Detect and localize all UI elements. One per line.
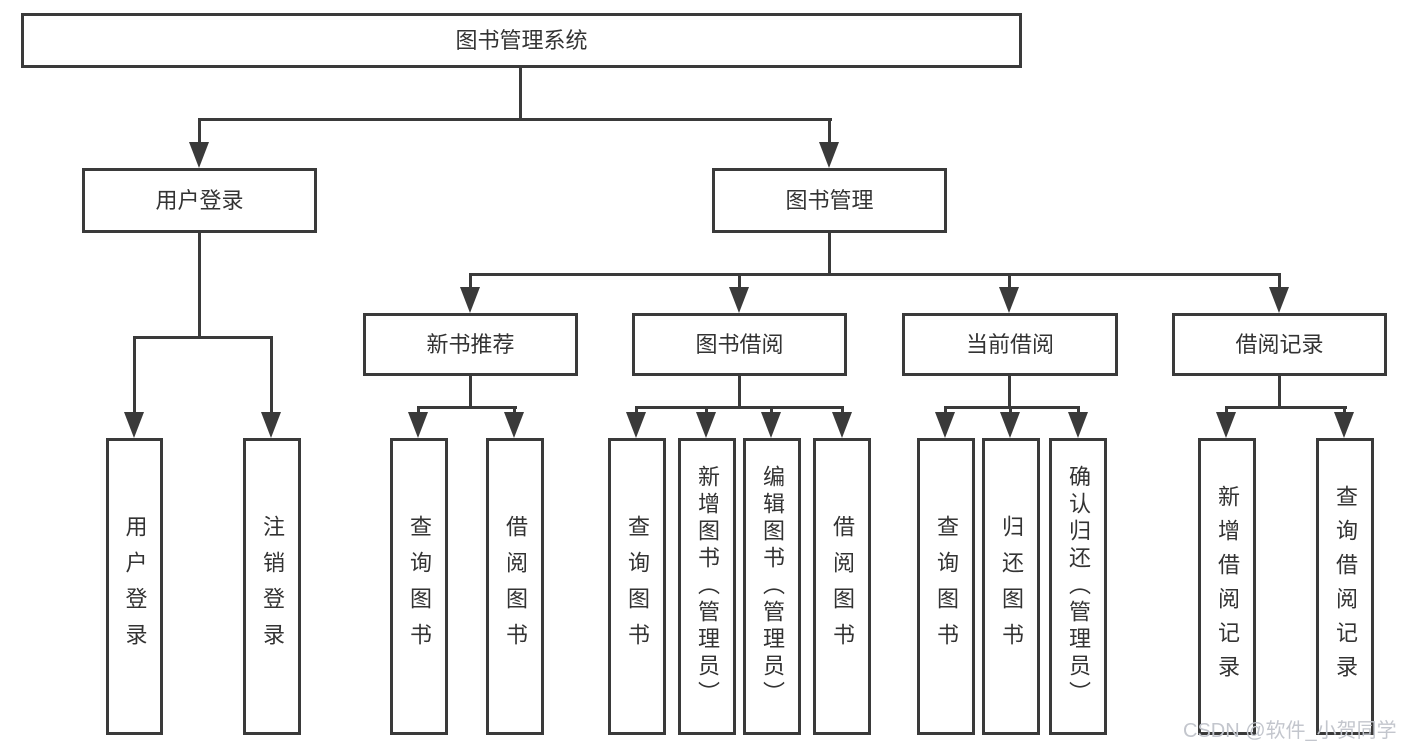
arrowhead-to-leaf [124, 412, 144, 438]
connector-leaf-shaft [1009, 406, 1012, 416]
leaf-recommend-query-books-label: 查询图书 [407, 514, 432, 659]
connector-user-login-rail [133, 336, 273, 339]
leaf-recommend-borrow-books-label: 借阅图书 [503, 514, 528, 659]
connector-book-mgmt-stem [828, 233, 831, 276]
arrowhead-to-leaf [1334, 412, 1354, 438]
node-user-login: 用户登录 [82, 168, 317, 233]
connector-user-login-stem [198, 233, 201, 338]
leaf-edit-books-admin: 编辑图书（管理员） [743, 438, 801, 735]
connector-leaf-shaft [944, 406, 947, 416]
leaf-add-borrow-record-label: 新增借阅记录 [1215, 484, 1240, 689]
leaf-query-borrow-record: 查询借阅记录 [1316, 438, 1374, 735]
connector-leaf-shaft [270, 336, 273, 416]
arrowhead-to-leaf [504, 412, 524, 438]
connector-level2-rail [198, 118, 832, 121]
arrowhead-to-leaf [761, 412, 781, 438]
node-book-borrow: 图书借阅 [632, 313, 847, 376]
connector-group-shaft [1278, 273, 1281, 291]
arrowhead-to-borrow-records [1269, 287, 1289, 313]
leaf-add-books-admin: 新增图书（管理员） [678, 438, 736, 735]
connector-group-shaft [1008, 273, 1011, 291]
leaf-edit-books-admin-label: 编辑图书（管理员） [760, 465, 785, 708]
leaf-recommend-borrow-books: 借阅图书 [486, 438, 544, 735]
connector-records-stem [1278, 376, 1281, 408]
csdn-watermark: CSDN @软件_小贺同学 [1183, 720, 1397, 742]
connector-leaf-shaft [1225, 406, 1228, 416]
arrowhead-to-leaf [1216, 412, 1236, 438]
arrowhead-to-book-borrow [729, 287, 749, 313]
connector-leaf-shaft [513, 406, 516, 416]
connector-borrow-rail [635, 406, 844, 409]
connector-recommend-stem [469, 376, 472, 408]
leaf-query-borrow-record-label: 查询借阅记录 [1333, 484, 1358, 689]
node-borrow-records: 借阅记录 [1172, 313, 1387, 376]
leaf-confirm-return-admin: 确认归还（管理员） [1049, 438, 1107, 735]
leaf-current-query-books-label: 查询图书 [934, 514, 959, 659]
connector-borrow-stem [738, 376, 741, 408]
node-root: 图书管理系统 [21, 13, 1022, 68]
arrowhead-to-new-book-recommend [460, 287, 480, 313]
connector-group-shaft [738, 273, 741, 291]
arrowhead-to-user-login [189, 142, 209, 168]
connector-group-shaft [469, 273, 472, 291]
connector-leaf-shaft [770, 406, 773, 416]
connector-level3-rail [469, 273, 1281, 276]
leaf-borrow-books-label: 借阅图书 [830, 514, 855, 659]
leaf-logout: 注销登录 [243, 438, 301, 735]
leaf-borrow-query-books: 查询图书 [608, 438, 666, 735]
node-book-management: 图书管理 [712, 168, 947, 233]
arrowhead-to-leaf [832, 412, 852, 438]
leaf-logout-label: 注销登录 [260, 514, 285, 659]
connector-book-mgmt-shaft [828, 118, 831, 146]
leaf-user-login-label: 用户登录 [122, 514, 148, 659]
leaf-user-login: 用户登录 [106, 438, 163, 735]
arrowhead-to-leaf [935, 412, 955, 438]
leaf-confirm-return-admin-label: 确认归还（管理员） [1066, 465, 1091, 708]
arrowhead-to-leaf [696, 412, 716, 438]
connector-leaf-shaft [705, 406, 708, 416]
arrowhead-to-leaf [261, 412, 281, 438]
leaf-borrow-books: 借阅图书 [813, 438, 871, 735]
connector-leaf-shaft [635, 406, 638, 416]
arrowhead-to-leaf [1000, 412, 1020, 438]
connector-user-login-shaft [198, 118, 201, 146]
connector-leaf-shaft [1343, 406, 1346, 416]
leaf-return-books: 归还图书 [982, 438, 1040, 735]
connector-root-stem [519, 68, 522, 121]
arrowhead-to-leaf [1068, 412, 1088, 438]
leaf-recommend-query-books: 查询图书 [390, 438, 448, 735]
connector-leaf-shaft [1077, 406, 1080, 416]
leaf-add-borrow-record: 新增借阅记录 [1198, 438, 1256, 735]
connector-leaf-shaft [417, 406, 420, 416]
connector-current-stem [1008, 376, 1011, 408]
arrowhead-to-leaf [408, 412, 428, 438]
leaf-borrow-query-books-label: 查询图书 [625, 514, 650, 659]
connector-current-rail [944, 406, 1080, 409]
arrowhead-to-book-mgmt [819, 142, 839, 168]
connector-records-rail [1225, 406, 1347, 409]
leaf-current-query-books: 查询图书 [917, 438, 975, 735]
node-current-borrow: 当前借阅 [902, 313, 1118, 376]
node-new-book-recommend: 新书推荐 [363, 313, 578, 376]
arrowhead-to-current-borrow [999, 287, 1019, 313]
arrowhead-to-leaf [626, 412, 646, 438]
leaf-return-books-label: 归还图书 [999, 514, 1024, 659]
leaf-add-books-admin-label: 新增图书（管理员） [695, 465, 720, 708]
connector-recommend-rail [417, 406, 517, 409]
connector-leaf-shaft [841, 406, 844, 416]
connector-leaf-shaft [133, 336, 136, 416]
